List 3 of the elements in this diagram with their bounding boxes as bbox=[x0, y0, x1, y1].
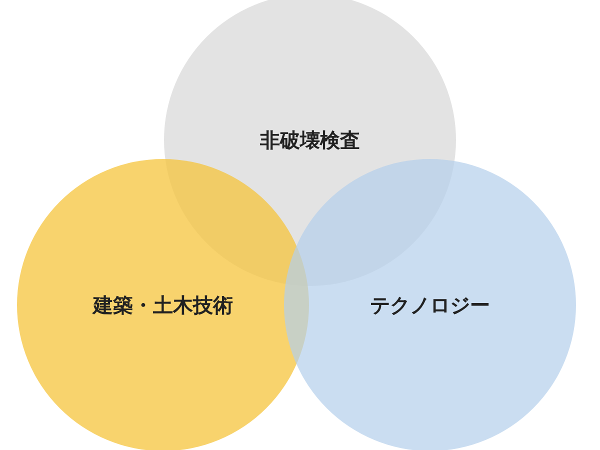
circle-label: 非破壊検査 bbox=[260, 127, 360, 154]
circle-label: 建築・土木技術 bbox=[93, 292, 233, 319]
circle-label: テクノロジー bbox=[370, 292, 490, 319]
